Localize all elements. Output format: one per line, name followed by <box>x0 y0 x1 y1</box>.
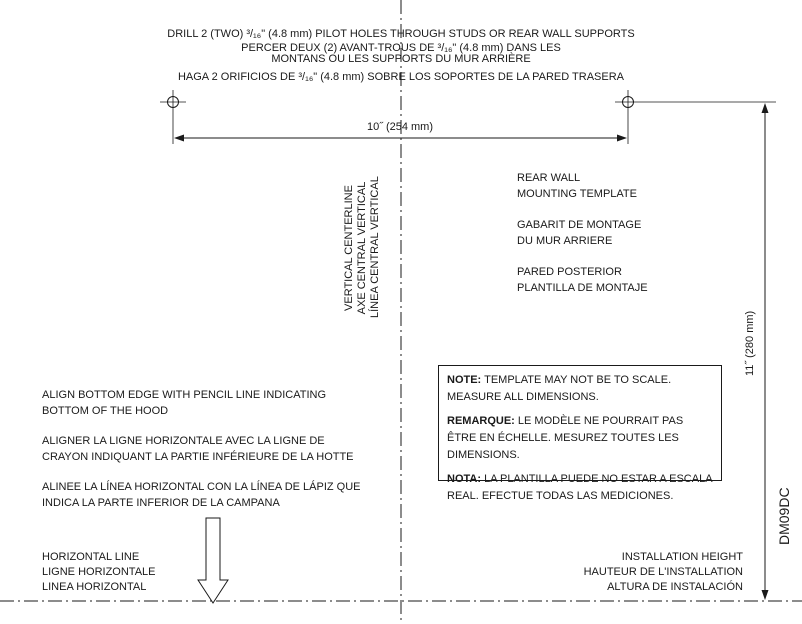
drill-instruction-es: HAGA 2 ORIFICIOS DE ³/₁₆" (4.8 mm) SOBRE… <box>177 71 625 83</box>
centerline-label: VERTICAL CENTERLINE AXE CENTRAL VERTICAL… <box>343 176 382 318</box>
pilot-hole-left-icon <box>160 90 186 114</box>
note-es: NOTA: LA PLANTILLA PUEDE NO ESTAR A ESCA… <box>447 473 712 502</box>
height-dimension-label: 11˝ (280 mm) <box>744 310 756 376</box>
width-dimension-arrow <box>174 134 627 142</box>
note-fr: REMARQUE: LE MODÈLE NE POURRAIT PAS ÊTRE… <box>447 415 684 461</box>
align-instructions: ALIGN BOTTOM EDGE WITH PENCIL LINE INDIC… <box>42 387 361 511</box>
centerline-label-es: LÍNEA CENTRAL VERTICAL <box>369 176 381 318</box>
installation-height-en: INSTALLATION HEIGHT <box>621 551 743 563</box>
scale-note-box: NOTE: TEMPLATE MAY NOT BE TO SCALE. MEAS… <box>438 365 722 502</box>
centerline-label-en: VERTICAL CENTERLINE <box>343 185 355 311</box>
installation-height-es: ALTURA DE INSTALACIÓN <box>607 581 743 593</box>
pilot-hole-right-icon <box>615 90 641 114</box>
template-title-fr-2: DU MUR ARRIERE <box>517 235 613 247</box>
drill-instruction-fr-2: MONTANS OU LES SUPPORTS DU MUR ARRIÈRE <box>271 53 531 65</box>
horizontal-line-en: HORIZONTAL LINE <box>42 551 140 563</box>
align-en-2: BOTTOM OF THE HOOD <box>42 405 169 417</box>
template-title-es-1: PARED POSTERIOR <box>517 266 622 278</box>
template-title-es-2: PLANTILLA DE MONTAJE <box>517 282 648 294</box>
align-es-2: INDICA LA PARTE INFERIOR DE LA CAMPANA <box>42 497 280 509</box>
align-fr-2: CRAYON INDIQUANT LA PARTIE INFÉRIEURE DE… <box>42 451 354 463</box>
note-en: NOTE: TEMPLATE MAY NOT BE TO SCALE. MEAS… <box>447 374 672 403</box>
template-title-en-1: REAR WALL <box>517 172 581 184</box>
width-dimension-label: 10˝ (254 mm) <box>366 121 434 133</box>
horizontal-line-fr: LIGNE HORIZONTALE <box>42 566 156 578</box>
drill-instruction-en: DRILL 2 (TWO) ³/₁₆" (4.8 mm) PILOT HOLES… <box>167 28 635 40</box>
height-dimension-arrow <box>761 103 769 600</box>
centerline-label-fr: AXE CENTRAL VERTICAL <box>356 181 368 315</box>
down-arrow-icon <box>197 517 229 604</box>
align-fr-1: ALIGNER LA LIGNE HORIZONTALE AVEC LA LIG… <box>42 435 325 447</box>
document-code: DM09DC <box>776 487 792 545</box>
drill-instruction-fr-1: PERCER DEUX (2) AVANT-TROUS DE ³/₁₆" (4.… <box>241 42 561 54</box>
horizontal-line-label: HORIZONTAL LINE LIGNE HORIZONTALE LINEA … <box>42 550 155 595</box>
align-en-1: ALIGN BOTTOM EDGE WITH PENCIL LINE INDIC… <box>42 389 326 401</box>
horizontal-line-es: LINEA HORIZONTAL <box>42 581 147 593</box>
template-title-en-2: MOUNTING TEMPLATE <box>517 188 637 200</box>
align-es-1: ALINEE LA LÍNEA HORIZONTAL CON LA LÍNEA … <box>42 481 361 493</box>
installation-height-label: INSTALLATION HEIGHT HAUTEUR DE L'INSTALL… <box>543 550 743 595</box>
installation-height-fr: HAUTEUR DE L'INSTALLATION <box>583 566 743 578</box>
template-title-fr-1: GABARIT DE MONTAGE <box>517 219 642 231</box>
template-title: REAR WALL MOUNTING TEMPLATE GABARIT DE M… <box>517 170 648 296</box>
